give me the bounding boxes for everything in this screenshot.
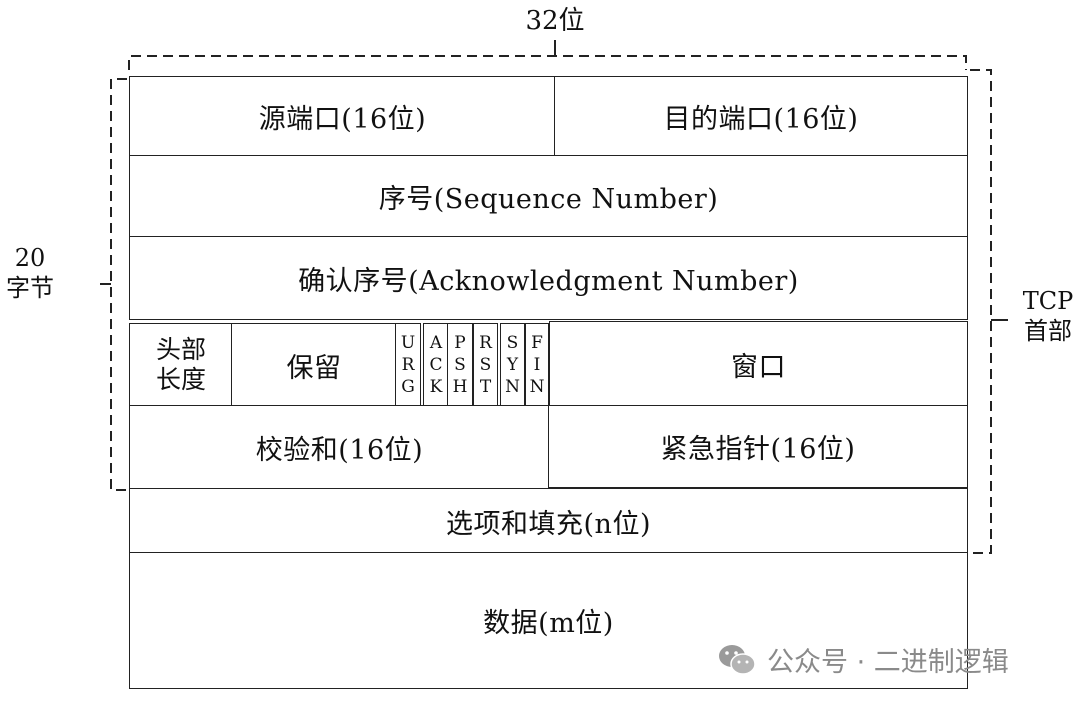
flag-letter: Y xyxy=(506,355,519,375)
top-bracket xyxy=(128,55,967,70)
flag-fin: F I N xyxy=(525,323,549,407)
header-length-field: 头部 长度 xyxy=(129,323,233,407)
flag-letter: C xyxy=(429,355,443,375)
flag-psh: P S H xyxy=(447,323,473,407)
flag-letter: T xyxy=(479,377,492,397)
left-label-line1: 20 xyxy=(14,244,46,272)
window-field: 窗口 xyxy=(549,321,968,407)
flag-letter: I xyxy=(533,355,541,375)
flag-letter: R xyxy=(401,355,415,375)
flag-ack: A C K xyxy=(423,323,449,407)
options-padding-field: 选项和填充(n位) xyxy=(129,488,968,554)
flag-letter: N xyxy=(505,377,520,397)
right-label-line1: TCP xyxy=(1022,287,1074,315)
sequence-number-field: 序号(Sequence Number) xyxy=(129,155,968,238)
flag-letter: S xyxy=(479,355,492,375)
flag-letter: S xyxy=(506,333,519,353)
flag-rst: R S T xyxy=(473,323,498,407)
flag-letter: F xyxy=(531,333,543,353)
flag-letter: H xyxy=(452,377,468,397)
left-label: 20 字节 xyxy=(0,243,60,303)
flag-letter: G xyxy=(401,377,415,397)
flag-letter: A xyxy=(429,333,443,353)
flag-letter: U xyxy=(400,333,416,353)
flag-letter: N xyxy=(529,377,545,397)
flag-letter: R xyxy=(479,333,492,353)
header-length-line1: 头部 xyxy=(155,335,206,364)
left-label-line2: 字节 xyxy=(6,274,54,302)
checksum-field: 校验和(16位) xyxy=(129,405,550,490)
flag-letter: P xyxy=(454,333,466,353)
flag-letter: S xyxy=(454,355,466,375)
header-length-line2: 长度 xyxy=(155,365,206,394)
left-bracket xyxy=(110,78,127,491)
dst-port-field: 目的端口(16位) xyxy=(554,76,968,157)
data-field: 数据(m位) xyxy=(129,552,968,689)
ack-number-field: 确认序号(Acknowledgment Number) xyxy=(129,236,968,320)
right-bracket xyxy=(970,69,992,554)
flag-letter: K xyxy=(429,377,443,397)
reserved-field: 保留 xyxy=(231,323,397,407)
right-label: TCP 首部 xyxy=(1016,286,1080,346)
urgent-pointer-field: 紧急指针(16位) xyxy=(548,405,968,488)
flag-syn: S Y N xyxy=(500,323,525,407)
watermark-text: 公众号 · 二进制逻辑 xyxy=(767,647,1009,678)
watermark: 公众号 · 二进制逻辑 xyxy=(717,640,1009,679)
right-label-line2: 首部 xyxy=(1024,317,1072,345)
src-port-field: 源端口(16位) xyxy=(129,76,556,157)
width-label: 32位 xyxy=(525,6,585,36)
wechat-icon xyxy=(719,644,756,675)
flag-urg: U R G xyxy=(395,323,421,407)
